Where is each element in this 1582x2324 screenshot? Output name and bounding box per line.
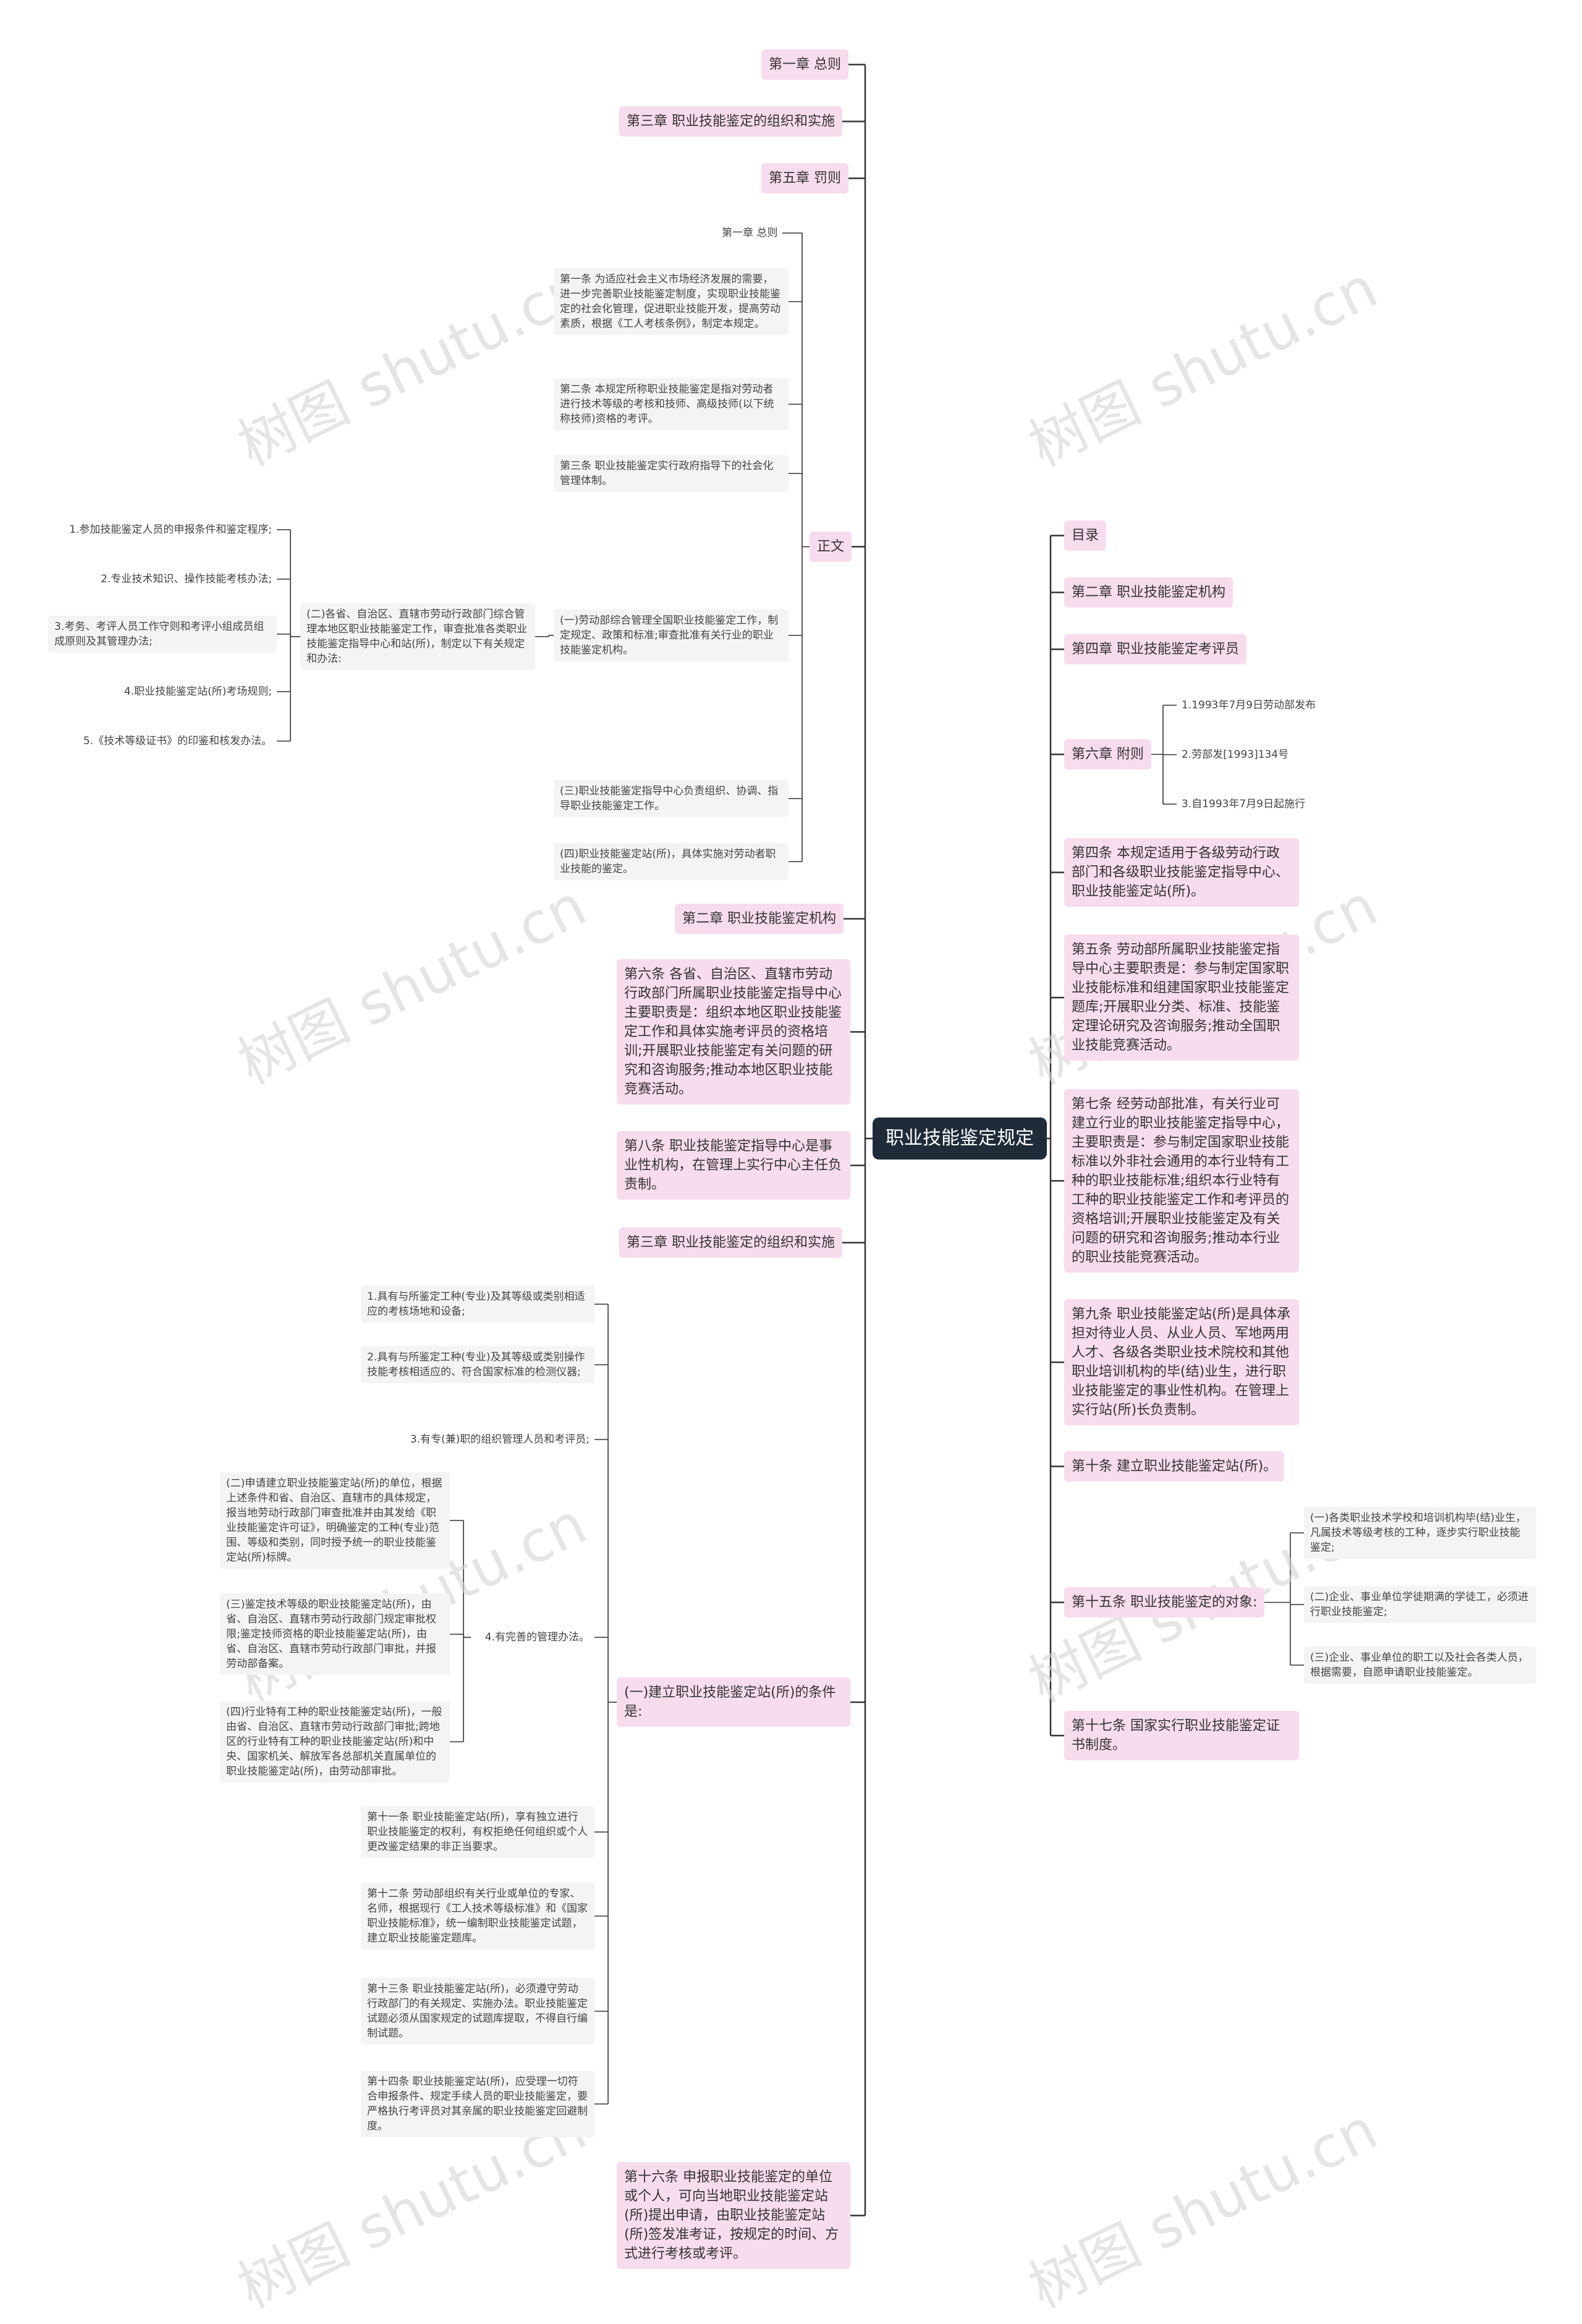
article-13[interactable]: 第十三条 职业技能鉴定站(所)，必须遵守劳动行政部门的有关规定、实施办法。职业技… [361, 1978, 594, 2045]
article-5[interactable]: 第五条 劳动部所属职业技能鉴定指导中心主要职责是：参与制定国家职业技能标准和组建… [1064, 935, 1299, 1061]
left-chapter-3-body[interactable]: 第三章 职业技能鉴定的组织和实施 [619, 1228, 842, 1258]
appendix-item[interactable]: 1.1993年7月9日劳动部发布 [1182, 699, 1316, 711]
article-3[interactable]: 第三条 职业技能鉴定实行政府指导下的社会化管理体制。 [554, 455, 789, 492]
table-of-contents[interactable]: 目录 [1064, 520, 1107, 551]
paragraph-2-item[interactable]: 3.考务、考评人员工作守则和考评小组成员组成原则及其管理办法; [48, 616, 277, 653]
left-chapter-5[interactable]: 第五章 罚则 [761, 163, 848, 193]
condition-4-rule-c[interactable]: (四)行业特有工种的职业技能鉴定站(所)，一般由省、自治区、直辖市劳动行政部门审… [220, 1701, 450, 1783]
article-10[interactable]: 第十条 建立职业技能鉴定站(所)。 [1064, 1451, 1285, 1482]
condition-2[interactable]: 2.具有与所鉴定工种(专业)及其等级或类别操作技能考核相适应的、符合国家标准的检… [361, 1346, 594, 1383]
right-chapter-2[interactable]: 第二章 职业技能鉴定机构 [1064, 577, 1233, 608]
paragraph-2-item[interactable]: 1.参加技能鉴定人员的申报条件和鉴定程序; [69, 524, 272, 536]
target-group-item[interactable]: (一)各类职业技术学校和培训机构毕(结)业生，凡属技术等级考核的工种，逐步实行职… [1304, 1507, 1536, 1559]
right-chapter-6[interactable]: 第六章 附则 [1064, 739, 1151, 770]
condition-1[interactable]: 1.具有与所鉴定工种(专业)及其等级或类别相适应的考核场地和设备; [361, 1286, 594, 1323]
paragraph-3[interactable]: (三)职业技能鉴定指导中心负责组织、协调、指导职业技能鉴定工作。 [554, 780, 789, 817]
appendix-item[interactable]: 2.劳部发[1993]134号 [1182, 749, 1289, 761]
article-8[interactable]: 第八条 职业技能鉴定指导中心是事业性机构，在管理上实行中心主任负责制。 [617, 1131, 850, 1200]
paragraph-2-item[interactable]: 2.专业技术知识、操作技能考核办法; [101, 573, 272, 585]
article-6[interactable]: 第六条 各省、自治区、直辖市劳动行政部门所属职业技能鉴定指导中心主要职责是：组织… [617, 959, 850, 1105]
body-chapter-1[interactable]: 第一章 总则 [722, 227, 778, 239]
article-1[interactable]: 第一条 为适应社会主义市场经济发展的需要，进一步完善职业技能鉴定制度，实现职业技… [554, 268, 789, 335]
article-17[interactable]: 第十七条 国家实行职业技能鉴定证书制度。 [1064, 1711, 1299, 1760]
article-16[interactable]: 第十六条 申报职业技能鉴定的单位或个人，可向当地职业技能鉴定站(所)提出申请，由… [617, 2162, 850, 2269]
article-4[interactable]: 第四条 本规定适用于各级劳动行政部门和各级职业技能鉴定指导中心、职业技能鉴定站(… [1064, 838, 1299, 907]
condition-3[interactable]: 3.有专(兼)职的组织管理人员和考评员; [410, 1433, 590, 1446]
article-7[interactable]: 第七条 经劳动部批准，有关行业可建立行业的职业技能鉴定指导中心，主要职责是：参与… [1064, 1089, 1299, 1273]
article-14[interactable]: 第十四条 职业技能鉴定站(所)，应受理一切符合申报条件、规定手续人员的职业技能鉴… [361, 2071, 594, 2137]
appendix-item[interactable]: 3.自1993年7月9日起施行 [1182, 798, 1306, 810]
paragraph-2-item[interactable]: 5.《技术等级证书》的印鉴和核发办法。 [83, 735, 272, 747]
condition-4[interactable]: 4.有完善的管理办法。 [484, 1631, 590, 1643]
paragraph-1[interactable]: (一)劳动部综合管理全国职业技能鉴定工作，制定规定、政策和标准;审查批准有关行业… [554, 609, 789, 661]
station-conditions[interactable]: (一)建立职业技能鉴定站(所)的条件是: [617, 1677, 850, 1727]
body-text-node[interactable]: 正文 [810, 532, 852, 562]
paragraph-2[interactable]: (二)各省、自治区、直辖市劳动行政部门综合管理本地区职业技能鉴定工作，审查批准各… [300, 603, 535, 670]
target-group-item[interactable]: (三)企业、事业单位的职工以及社会各类人员，根据需要，自愿申请职业技能鉴定。 [1304, 1647, 1536, 1684]
article-2[interactable]: 第二条 本规定所称职业技能鉴定是指对劳动者进行技术等级的考核和技师、高级技师(以… [554, 378, 789, 430]
article-11[interactable]: 第十一条 职业技能鉴定站(所)，享有独立进行职业技能鉴定的权利，有权拒绝任何组织… [361, 1806, 594, 1858]
article-15[interactable]: 第十五条 职业技能鉴定的对象: [1064, 1587, 1265, 1618]
target-group-item[interactable]: (二)企业、事业单位学徒期满的学徒工，必须进行职业技能鉴定; [1304, 1586, 1536, 1623]
article-9[interactable]: 第九条 职业技能鉴定站(所)是具体承担对待业人员、从业人员、军地两用人才、各级各… [1064, 1299, 1299, 1425]
right-chapter-4[interactable]: 第四章 职业技能鉴定考评员 [1064, 634, 1246, 664]
left-chapter-3[interactable]: 第三章 职业技能鉴定的组织和实施 [619, 106, 842, 137]
left-chapter-2-body[interactable]: 第二章 职业技能鉴定机构 [675, 904, 844, 934]
paragraph-2-item[interactable]: 4.职业技能鉴定站(所)考场规则; [124, 685, 272, 698]
condition-4-rule-b[interactable]: (三)鉴定技术等级的职业技能鉴定站(所)，由省、自治区、直辖市劳动行政部门规定审… [220, 1593, 450, 1675]
paragraph-4[interactable]: (四)职业技能鉴定站(所)，具体实施对劳动者职业技能的鉴定。 [554, 843, 789, 880]
left-chapter-1[interactable]: 第一章 总则 [761, 49, 848, 80]
article-12[interactable]: 第十二条 劳动部组织有关行业或单位的专家、名师，根据现行《工人技术等级标准》和《… [361, 1883, 594, 1949]
root-topic[interactable]: 职业技能鉴定规定 [873, 1117, 1047, 1160]
condition-4-rule-a[interactable]: (二)申请建立职业技能鉴定站(所)的单位，根据上述条件和省、自治区、直辖市的具体… [220, 1472, 450, 1569]
